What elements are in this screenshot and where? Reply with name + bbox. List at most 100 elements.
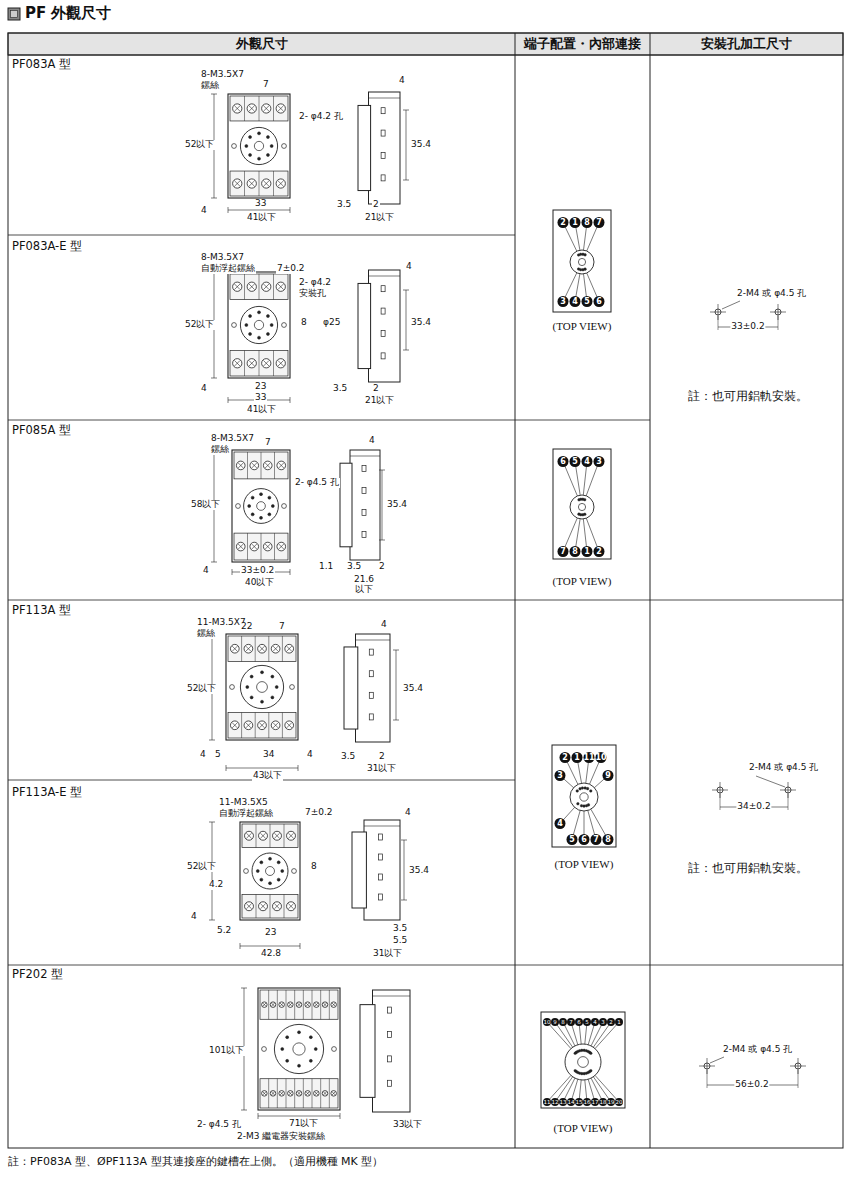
terminal-screw	[249, 284, 255, 290]
terminal-screw	[278, 181, 284, 187]
socket-hole	[274, 1024, 323, 1073]
terminal-screw	[260, 833, 265, 838]
socket-pin	[248, 505, 251, 508]
terminal-divider	[294, 1079, 295, 1108]
dimension-line	[379, 540, 385, 541]
terminal-divider	[270, 824, 271, 848]
terminal-screw	[305, 1091, 311, 1097]
socket-side-view	[350, 456, 380, 457]
pin-number: 15	[575, 1098, 583, 1106]
dimension-line	[232, 569, 233, 575]
mounting-hole	[230, 685, 235, 690]
socket-pin	[584, 787, 587, 790]
socket-pin	[271, 505, 274, 508]
terminal-screw	[265, 544, 270, 549]
socket-pin	[261, 700, 264, 703]
socket-pin	[258, 157, 261, 160]
socket-pin	[251, 513, 254, 516]
terminal-screw	[270, 1091, 276, 1097]
terminal-screw	[236, 461, 245, 470]
socket-side-view	[358, 283, 371, 368]
dimension-label: 2-M3 繼電器安裝鏍絲	[236, 1132, 326, 1142]
pin-number: 1	[572, 752, 583, 763]
dimension-label: 71以下	[288, 1119, 319, 1129]
terminal-screw	[331, 1002, 337, 1008]
terminal-screw	[287, 902, 296, 911]
terminal-screw	[273, 723, 278, 728]
terminal-slot	[388, 1031, 392, 1037]
socket-pin	[260, 861, 263, 864]
socket-pin	[270, 324, 273, 327]
pin-number: 10	[596, 752, 607, 763]
pin-number: 2	[594, 546, 605, 557]
dimension-line	[379, 470, 385, 471]
terminal-screw	[249, 181, 255, 187]
terminal-screw	[263, 106, 269, 112]
socket-side-view	[373, 990, 411, 1112]
terminal-divider	[273, 351, 274, 376]
terminal-slot	[378, 894, 382, 900]
terminal-slot	[388, 1007, 392, 1013]
pin-number: 3	[558, 296, 569, 307]
terminal-screw	[332, 1003, 335, 1006]
pin-number: 18	[599, 1098, 607, 1106]
dimension-label: 5.2	[216, 926, 232, 936]
pin-number: 8	[603, 834, 614, 845]
mounting-hole	[232, 323, 237, 328]
table-header	[8, 33, 843, 55]
terminal-screw	[331, 1091, 337, 1097]
terminal-screw	[260, 833, 265, 838]
terminal-screw	[238, 463, 243, 468]
terminal-screw	[271, 1003, 274, 1006]
socket-side-view	[364, 820, 400, 920]
mounting-hole	[232, 144, 237, 149]
terminal-screw	[274, 904, 279, 909]
dimension-line	[393, 650, 399, 651]
dimension-label: 42.8	[260, 949, 282, 959]
dimension-label: 23	[254, 382, 267, 392]
socket-side-view	[344, 647, 358, 729]
terminal-divider	[273, 171, 274, 196]
terminal-screw	[305, 1002, 311, 1008]
socket-pin	[245, 324, 248, 327]
terminal-screw	[278, 284, 284, 290]
socket-pin	[249, 332, 252, 335]
socket-hole	[240, 127, 277, 164]
dimension-line	[403, 180, 409, 181]
model-name: PF113A-E 型	[12, 786, 82, 799]
terminal-screw	[271, 1092, 274, 1095]
dimension-line	[258, 1113, 259, 1119]
socket-pin	[271, 675, 274, 678]
dimension-line	[240, 946, 300, 947]
terminal-screw	[238, 544, 243, 549]
dimension-line	[401, 900, 407, 901]
socket-side-view	[352, 832, 366, 908]
dimension-label: 33以下	[392, 1120, 423, 1130]
terminal-screw	[289, 1092, 292, 1095]
dimension-line	[211, 198, 217, 199]
terminal-divider	[244, 351, 245, 376]
header-text: 安裝孔加工尺寸	[701, 35, 792, 53]
socket-pin	[270, 145, 273, 148]
terminal-screw	[279, 1002, 285, 1008]
dimension-line	[290, 397, 291, 403]
socket-pin	[583, 498, 586, 501]
terminal-divider	[256, 894, 257, 918]
terminal-screw	[271, 644, 280, 653]
terminal-divider	[284, 894, 285, 918]
dimension-label: 鏍絲	[210, 445, 230, 455]
pin-number: 3	[594, 456, 605, 467]
drawing-line	[718, 316, 719, 330]
socket-pin	[266, 332, 269, 335]
mounting-hole	[282, 323, 287, 328]
socket-hole	[570, 783, 598, 811]
dimension-label: 7	[264, 438, 272, 448]
socket-pin	[590, 1069, 593, 1072]
terminal-screw	[332, 1092, 335, 1095]
pin-number: 7	[558, 546, 569, 557]
socket-top-view	[553, 449, 611, 559]
terminal-screw	[234, 181, 240, 187]
dimension-line	[241, 988, 247, 989]
terminal-divider	[312, 990, 313, 1019]
socket-pin	[261, 671, 264, 674]
